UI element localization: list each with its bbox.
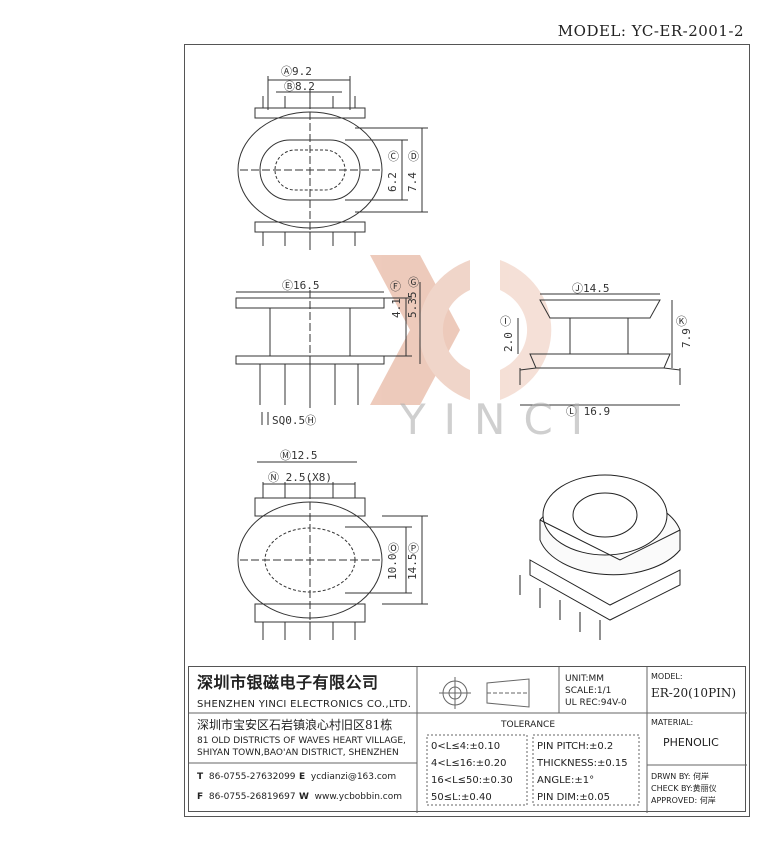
web-line: W www.ycbobbin.com — [299, 792, 402, 802]
dim-g-value: 5.35 — [406, 292, 419, 319]
dim-a-label: Ⓐ9.2 — [281, 65, 312, 78]
tolerance-heading: TOLERANCE — [501, 720, 556, 730]
company-name-cn: 深圳市银磁电子有限公司 — [197, 673, 379, 692]
dim-l-label: Ⓛ 16.9 — [566, 405, 610, 418]
dim-k-label: Ⓚ — [676, 315, 687, 328]
model-field-value: ER-20(10PIN) — [651, 686, 737, 700]
dim-o-value: 10.0 — [386, 554, 399, 581]
dim-p-label: Ⓟ — [408, 542, 419, 555]
dim-i-value: 2.0 — [502, 332, 515, 352]
tolerance-row-1: 0<L≤4:±0.10 — [431, 741, 501, 752]
dimension-labels: Ⓐ9.2 Ⓑ8.2 Ⓒ 6.2 Ⓓ 7.4 Ⓔ16.5 Ⓕ 4.1 Ⓖ 5.35… — [268, 65, 693, 580]
front-view — [235, 282, 421, 425]
top-view — [237, 76, 428, 250]
dim-h-label: SQ0.5Ⓗ — [272, 414, 316, 427]
dim-f-label: Ⓕ — [390, 280, 401, 293]
company-name-en: SHENZHEN YINCI ELECTRONICS CO.,LTD. — [197, 699, 412, 710]
dim-g-label: Ⓖ — [408, 276, 419, 289]
pin-dim-tol: PIN DIM:±0.05 — [537, 792, 610, 803]
dim-o-label: Ⓞ — [388, 542, 399, 555]
angle-tol: ANGLE:±1° — [537, 775, 595, 786]
yinci-logo-mark — [370, 255, 552, 405]
bottom-view — [237, 461, 428, 640]
model-label: MODEL: YC-ER-2001-2 — [557, 22, 744, 40]
title-block: 深圳市银磁电子有限公司 SHENZHEN YINCI ELECTRONICS C… — [188, 666, 747, 813]
model-field-label: MODEL: — [651, 672, 683, 681]
watermark-text: YINCI — [400, 395, 602, 444]
drawing-frame — [184, 44, 750, 817]
scale-label: SCALE:1/1 — [565, 686, 612, 696]
fax-line: F 86-0755-26819697 — [197, 792, 296, 802]
side-view — [517, 293, 681, 406]
thickness-tol: THICKNESS:±0.15 — [537, 758, 628, 769]
ul-label: UL REC:94V-0 — [565, 698, 627, 708]
isometric-view — [519, 474, 681, 640]
approved-by: APPROVED: 何岸 — [651, 796, 716, 805]
dim-i-label: Ⓘ — [500, 315, 511, 328]
dim-f-value: 4.1 — [390, 298, 403, 318]
dim-d-value: 7.4 — [406, 172, 419, 192]
tel-line: T 86-0755-27632099 — [197, 772, 296, 782]
unit-label: UNIT:MM — [565, 674, 605, 684]
material-field-label: MATERIAL: — [651, 718, 694, 727]
dim-c-value: 6.2 — [386, 172, 399, 192]
dim-m-label: Ⓜ12.5 — [280, 449, 318, 462]
address-en-line2: SHIYAN TOWN,BAO'AN DISTRICT, SHENZHEN — [197, 748, 399, 758]
dim-e-label: Ⓔ16.5 — [282, 279, 320, 292]
tolerance-row-3: 16<L≤50:±0.30 — [431, 775, 513, 786]
drawn-by: DRWN BY: 何岸 — [651, 772, 709, 781]
address-cn: 深圳市宝安区石岩镇浪心村旧区81栋 — [197, 718, 393, 732]
dim-d-label: Ⓓ — [408, 150, 419, 163]
dim-c-label: Ⓒ — [388, 150, 399, 163]
address-en-line1: 81 OLD DISTRICTS OF WAVES HEART VILLAGE, — [197, 736, 406, 746]
dim-p-value: 14.5 — [406, 554, 419, 581]
checked-by: CHECK BY:黄丽仪 — [651, 784, 717, 793]
title-block-grid — [189, 667, 747, 813]
tolerance-row-2: 4<L≤16:±0.20 — [431, 758, 507, 769]
pin-pitch-tol: PIN PITCH:±0.2 — [537, 741, 614, 752]
dim-j-label: Ⓙ14.5 — [572, 282, 610, 295]
material-field-value: PHENOLIC — [663, 736, 719, 749]
dim-k-value: 7.9 — [680, 328, 693, 348]
email-line: E ycdianzi@163.com — [299, 772, 397, 782]
dim-b-label: Ⓑ8.2 — [284, 80, 315, 93]
tolerance-row-4: 50≤L:±0.40 — [431, 792, 492, 803]
dim-n-label: Ⓝ 2.5(X8) — [268, 471, 332, 484]
